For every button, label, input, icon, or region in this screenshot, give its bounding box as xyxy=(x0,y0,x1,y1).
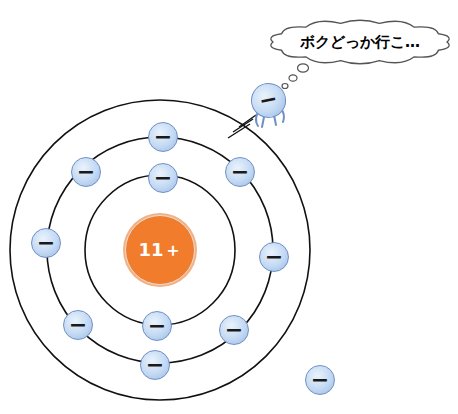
thought-text: ボクどっか行こ… xyxy=(300,35,420,50)
charge-sign: − xyxy=(77,161,95,183)
charge-sign: − xyxy=(146,354,164,376)
electron: − xyxy=(63,310,93,340)
charge-label: 11＋ xyxy=(138,241,181,259)
electron: − xyxy=(71,157,101,187)
electron: − xyxy=(259,242,289,272)
electron: − xyxy=(148,122,178,152)
motion-lines xyxy=(228,115,256,138)
electron: − xyxy=(219,315,249,345)
middle-shell xyxy=(47,137,273,363)
outer-shell xyxy=(10,100,310,400)
charge-sign: − xyxy=(69,314,87,336)
cloud-shape xyxy=(271,20,449,64)
charge-sign: − xyxy=(37,232,55,254)
thought-dots xyxy=(282,64,309,89)
electron: − xyxy=(305,365,335,395)
charge-sign: − xyxy=(225,319,243,341)
electron: − xyxy=(140,350,170,380)
electron: − xyxy=(148,163,178,193)
inner-shell xyxy=(85,175,235,325)
charge-sign: − xyxy=(154,167,172,189)
charge-sign: − xyxy=(265,246,283,268)
charge-sign: − xyxy=(311,369,329,391)
charge-sign: − xyxy=(257,87,280,112)
electron: − xyxy=(31,228,61,258)
nucleus: 11＋ xyxy=(125,215,195,285)
electron: − xyxy=(142,311,172,341)
charge-sign: − xyxy=(148,315,166,337)
charge-sign: − xyxy=(154,126,172,148)
charge-sign: − xyxy=(231,161,249,183)
thought-bubble: ボクどっか行こ… xyxy=(265,16,455,68)
